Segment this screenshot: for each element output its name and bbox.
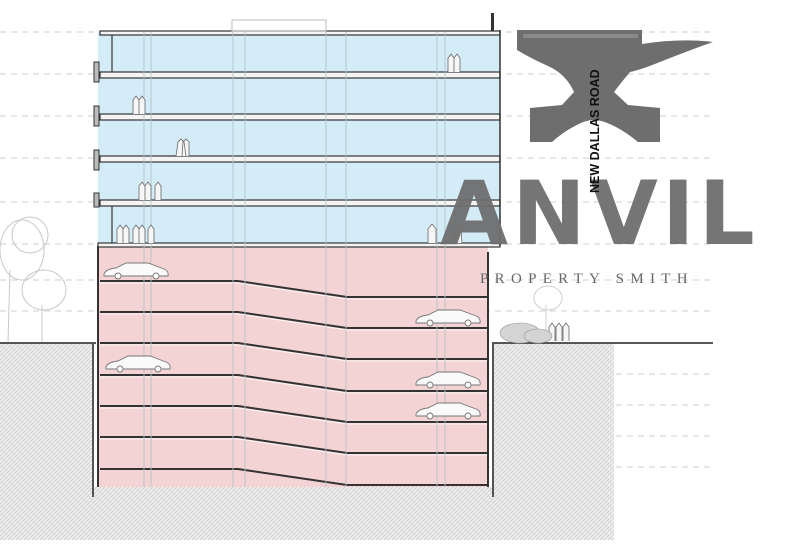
tree-left (0, 216, 67, 343)
people (116, 53, 570, 341)
road-label: NEW DALLAS ROAD (588, 69, 602, 193)
tree-right (533, 285, 563, 330)
ground-soil (0, 343, 614, 540)
office-block (93, 13, 501, 248)
anvil-icon (517, 30, 713, 142)
brand-tagline: PROPERTY SMITH (480, 271, 694, 287)
brand-word: ANVIL (440, 162, 759, 265)
cars (103, 262, 481, 420)
shrub-right (499, 322, 553, 344)
parking-block (92, 246, 494, 497)
